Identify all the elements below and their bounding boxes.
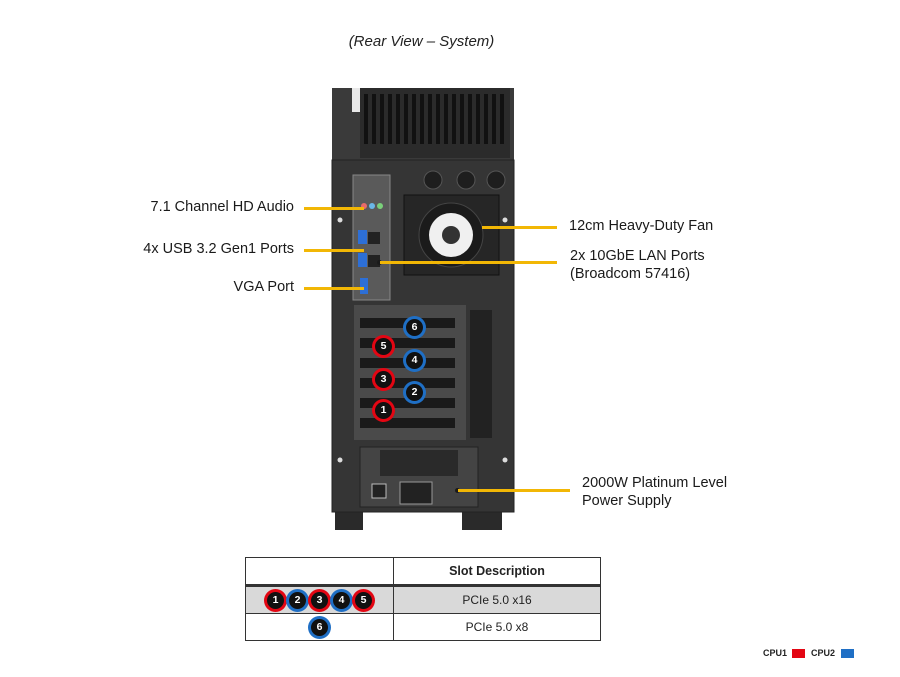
- label-usb: 4x USB 3.2 Gen1 Ports: [143, 241, 294, 257]
- leader-vga: [304, 287, 364, 290]
- slot-badge-6: 6: [311, 618, 328, 636]
- slot-desc-cell: PCIe 5.0 x8: [393, 613, 601, 641]
- leader-fan: [482, 226, 557, 229]
- slot-badge-4: 4: [406, 352, 423, 369]
- slot-badge-5: 5: [355, 591, 372, 609]
- legend-cpu1-swatch: [792, 649, 805, 658]
- chassis-foot-right: [462, 512, 502, 530]
- label-psu-line1: 2000W Platinum Level: [582, 475, 728, 491]
- label-audio: 7.1 Channel HD Audio: [150, 199, 295, 215]
- slot-badge-2: 2: [289, 591, 306, 609]
- power-switch: [371, 483, 387, 499]
- leader-psu-dot: [455, 488, 460, 493]
- slot-badge-4: 4: [333, 591, 350, 609]
- label-lan-line2: (Broadcom 57416): [570, 266, 691, 282]
- slot-badges-cell: 6: [245, 613, 394, 641]
- chassis-foot-left: [335, 512, 363, 530]
- slot-badge-1: 1: [267, 591, 284, 609]
- label-lan-line1: 2x 10GbE LAN Ports: [570, 248, 705, 264]
- legend-cpu1-label: CPU1: [763, 648, 788, 658]
- slot-desc-cell: PCIe 5.0 x16: [393, 585, 601, 614]
- label-vga: VGA Port: [233, 279, 294, 295]
- page-title: (Rear View – System): [348, 33, 495, 50]
- label-fan: 12cm Heavy-Duty Fan: [569, 218, 714, 234]
- leader-lan: [380, 261, 557, 264]
- server-chassis-rear: [331, 88, 515, 530]
- table-header-blank: [245, 557, 394, 587]
- table-header-slot-description: Slot Description: [393, 557, 601, 587]
- leader-lan-dot: [377, 260, 382, 265]
- legend-cpu2-label: CPU2: [811, 648, 836, 658]
- leader-usb: [304, 249, 364, 252]
- table-row: 6 PCIe 5.0 x8: [245, 613, 601, 641]
- slot-badge-2: 2: [406, 384, 423, 401]
- slot-badge-6: 6: [406, 319, 423, 336]
- leader-psu: [458, 489, 570, 492]
- slot-badge-3: 3: [375, 371, 392, 388]
- side-vent: [470, 310, 492, 438]
- leader-audio: [304, 207, 364, 210]
- slot-badge-5: 5: [375, 338, 392, 355]
- power-inlet: [399, 481, 433, 505]
- slot-badge-1: 1: [375, 402, 392, 419]
- legend-cpu2-swatch: [841, 649, 854, 658]
- slot-badge-3: 3: [311, 591, 328, 609]
- label-psu-line2: Power Supply: [582, 493, 672, 509]
